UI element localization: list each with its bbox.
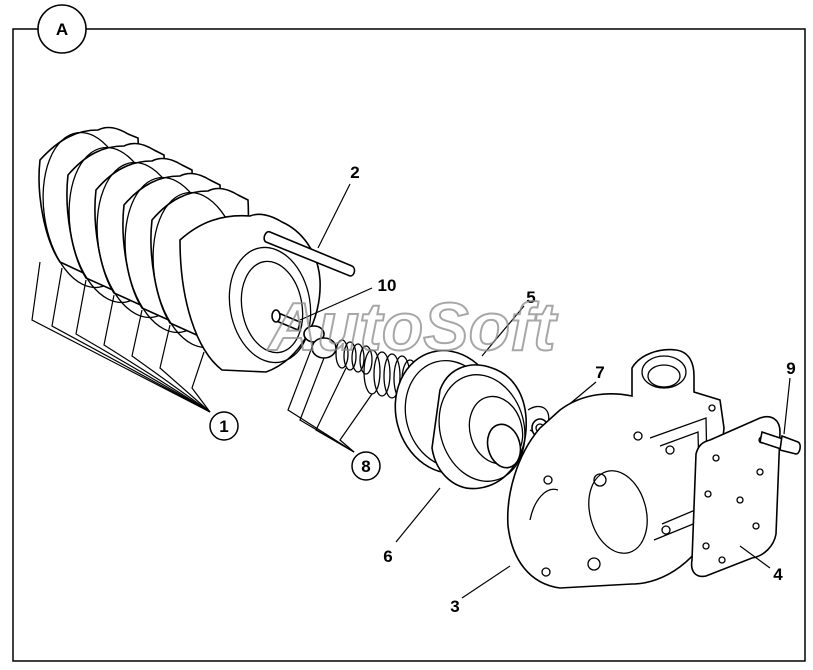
- piston-hub-part-6: [431, 364, 550, 490]
- callout-1-leaders: [31, 261, 211, 413]
- callout-8-label: 8: [361, 457, 370, 476]
- callout-6-label: 6: [383, 547, 392, 566]
- panel-label-badge: A: [37, 4, 87, 54]
- spring-set-part-8: [303, 325, 419, 401]
- callout-3-label: 3: [450, 597, 459, 616]
- clutch-disc-stack: [38, 126, 321, 373]
- callout-8-leaders: [287, 341, 373, 453]
- small-spring: [335, 339, 373, 375]
- callout-1: 1: [209, 411, 239, 441]
- diagram-frame: [12, 28, 806, 662]
- watermark-text: AutoSoft: [266, 289, 557, 365]
- clutch-pressure-plate: [179, 213, 321, 373]
- pin-part-2: [263, 230, 356, 277]
- callout-5-label: 5: [526, 288, 535, 307]
- callout-8: 8: [351, 451, 381, 481]
- callout-7-label: 7: [595, 363, 604, 382]
- callout-2-label: 2: [350, 163, 359, 182]
- panel-label: A: [56, 20, 68, 39]
- callout-10-label: 10: [378, 276, 397, 295]
- callout-9-label: 9: [786, 359, 795, 378]
- callout-4-label: 4: [773, 565, 783, 584]
- callout-1-label: 1: [219, 417, 228, 436]
- bolt-part-9: [759, 430, 801, 455]
- bolt-part-10: [271, 309, 301, 332]
